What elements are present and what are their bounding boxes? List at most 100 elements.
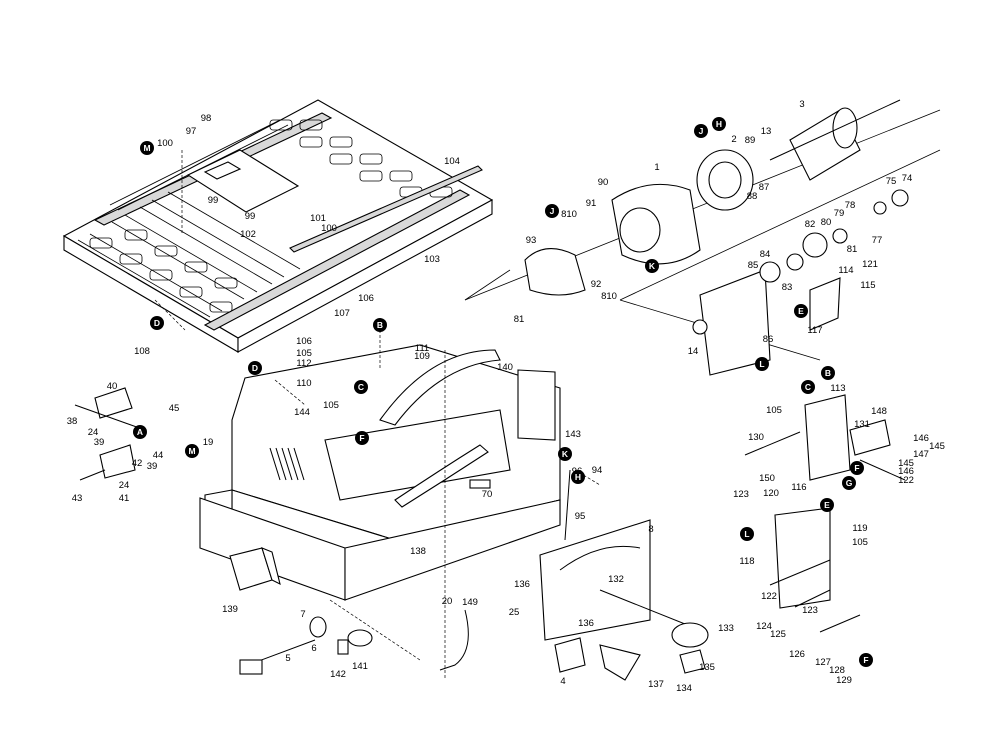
part-callout: 97 [186, 126, 197, 137]
part-callout: 4 [560, 676, 565, 687]
part-callout: 24 [88, 427, 99, 438]
part-callout: 77 [872, 235, 883, 246]
marker-circle [821, 366, 835, 380]
assembly-marker: M [185, 444, 199, 458]
part-callout: 118 [739, 556, 754, 567]
part-callout: 117 [807, 325, 822, 336]
part-callout: 44 [153, 450, 164, 461]
part-callout: 90 [598, 177, 609, 188]
part-callout: 105 [296, 348, 312, 359]
assembly-marker: E [794, 304, 808, 318]
part-callout: 13 [761, 126, 772, 137]
assembly-marker: J [694, 124, 708, 138]
part-callout: 99 [245, 211, 256, 222]
part-callout: 139 [222, 604, 238, 615]
part-callout: 106 [296, 336, 312, 347]
part-callout: 140 [497, 362, 513, 373]
part-callout: 24 [119, 480, 130, 491]
part-callout: 8 [648, 524, 653, 535]
assembly-marker: F [355, 431, 369, 445]
part-callout: 124 [756, 621, 772, 632]
assembly-marker: B [373, 318, 387, 332]
marker-letter: J [699, 126, 704, 136]
part-callout: 126 [789, 649, 805, 660]
part-callout: 108 [134, 346, 150, 357]
part-callout: 75 [886, 176, 897, 187]
marker-letter: C [358, 382, 364, 392]
part-callout: 25 [509, 607, 520, 618]
marker-circle [558, 447, 572, 461]
part-callout: 128 [829, 665, 845, 676]
part-callout: 134 [676, 683, 692, 694]
marker-letter: J [550, 206, 555, 216]
marker-circle [740, 527, 754, 541]
part-callout: 92 [591, 279, 602, 290]
part-callout: 100 [321, 223, 337, 234]
assembly-marker: L [755, 357, 769, 371]
part-callout: 105 [323, 400, 339, 411]
part-callout: 81 [514, 314, 525, 325]
part-callout: 100 [157, 138, 173, 149]
part-callout: 130 [748, 432, 764, 443]
assembly-marker: J [545, 204, 559, 218]
part-callout: 122 [898, 475, 914, 486]
marker-circle [850, 461, 864, 475]
part-callout: 41 [119, 493, 130, 504]
part-callout: 121 [862, 259, 878, 270]
assembly-marker: K [645, 259, 659, 273]
part-callout: 145 [929, 441, 945, 452]
marker-letter: F [863, 655, 868, 665]
assembly-marker: L [740, 527, 754, 541]
part-callout: 129 [836, 675, 852, 686]
marker-letter: B [377, 320, 383, 330]
part-callout: 20 [442, 596, 453, 607]
assembly-marker: F [850, 461, 864, 475]
part-callout: 79 [834, 208, 845, 219]
part-callout: 133 [718, 623, 734, 634]
marker-circle [248, 361, 262, 375]
part-callout: 116 [791, 482, 806, 493]
marker-letter: F [854, 463, 859, 473]
part-callout: 38 [67, 416, 78, 427]
marker-letter: H [575, 472, 581, 482]
part-callout: 146 [898, 466, 914, 477]
part-callout: 40 [107, 381, 118, 392]
assembly-marker: D [150, 316, 164, 330]
part-callout: 810 [561, 209, 577, 220]
marker-circle [645, 259, 659, 273]
marker-circle [859, 653, 873, 667]
part-callout: 145 [898, 458, 914, 469]
part-callout: 39 [94, 437, 105, 448]
marker-letter: D [252, 363, 258, 373]
part-callout: 14 [688, 346, 699, 357]
marker-circle [794, 304, 808, 318]
part-callout: 98 [201, 113, 212, 124]
part-callout: 136 [514, 579, 530, 590]
marker-circle [140, 141, 154, 155]
marker-circle [150, 316, 164, 330]
saw-base [199, 344, 561, 601]
marker-letter: D [154, 318, 160, 328]
part-callout: 111 [415, 343, 429, 354]
part-callout: 19 [203, 437, 214, 448]
part-callout: 78 [845, 200, 856, 211]
marker-letter: F [359, 433, 364, 443]
part-callout: 131 [854, 419, 870, 430]
part-callout: 82 [805, 219, 816, 230]
marker-letter: A [137, 427, 143, 437]
part-callout: 45 [169, 403, 180, 414]
part-callout: 7 [300, 609, 305, 620]
marker-circle [133, 425, 147, 439]
part-callout: 135 [699, 662, 715, 673]
part-callout: 39 [147, 461, 158, 472]
part-callout: 120 [763, 488, 779, 499]
part-callout: 91 [586, 198, 597, 209]
assembly-marker: H [571, 470, 585, 484]
marker-letter: E [798, 306, 804, 316]
part-callout: 125 [770, 629, 786, 640]
part-callout: 1 [654, 162, 659, 173]
part-callout: 123 [733, 489, 749, 500]
part-callout: 85 [748, 260, 759, 271]
part-callout: 94 [592, 465, 603, 476]
